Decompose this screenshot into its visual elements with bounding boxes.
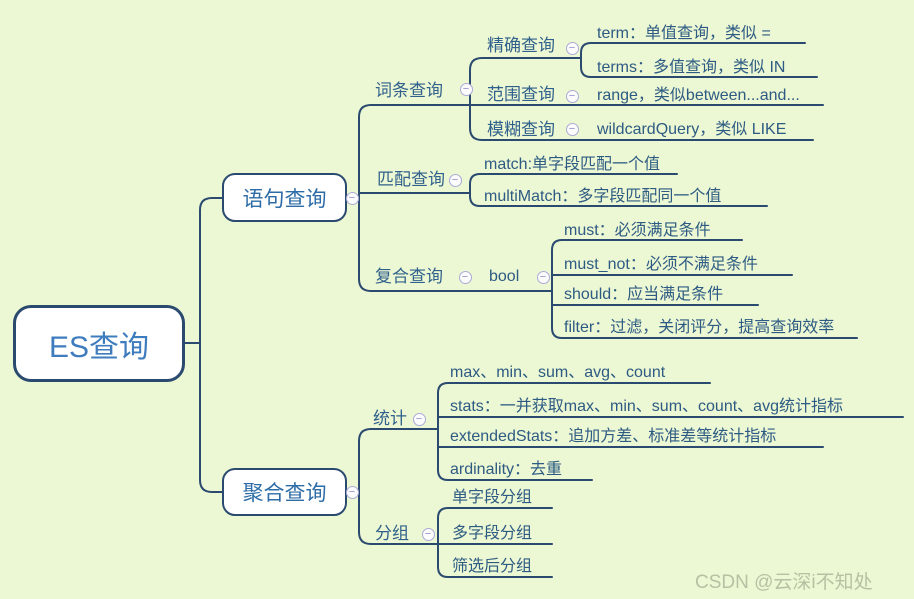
connector-path [580,42,806,59]
connector-path [358,491,439,545]
node-es-query[interactable]: ES查询 [13,305,185,382]
csdn-watermark: CSDN @云深i不知处 [695,572,873,593]
leaf-multi-field-group[interactable]: 多字段分组 [452,525,533,542]
connector-path [469,104,814,141]
minus-glyph: − [415,412,423,425]
leaf-ardinality[interactable]: ardinality：去重 [450,461,563,478]
leaf-filter[interactable]: filter：过滤，关闭评分，提高查询效率 [564,319,835,336]
node-compound-query[interactable]: 复合查询 [375,267,443,286]
collapse-icon-term-query[interactable]: − [459,82,473,96]
connector-path [469,173,678,194]
leaf-filtered-group[interactable]: 筛选后分组 [452,558,533,575]
node-bool[interactable]: bool [489,268,520,285]
leaf-term[interactable]: term：单值查询，类似 = [597,25,771,42]
collapse-icon-range-query[interactable]: − [565,89,579,103]
node-statement-query[interactable]: 语句查询 [222,173,347,222]
collapse-icon-stats-group[interactable]: − [412,412,426,426]
connector-path [437,543,553,578]
leaf-range[interactable]: range，类似between...and... [597,87,800,104]
leaf-extended-stats[interactable]: extendedStats：追加方差、标准差等统计指标 [450,428,777,445]
leaf-should[interactable]: should：应当满足条件 [564,286,724,303]
leaf-single-field-group[interactable]: 单字段分组 [452,489,533,506]
connector-path [199,197,223,344]
minus-glyph: − [568,122,576,135]
collapse-icon-fuzzy-query[interactable]: − [565,122,579,136]
minus-glyph: − [424,527,432,540]
connector-path [437,507,553,545]
collapse-icon-statement[interactable]: − [345,191,359,205]
leaf-must-not[interactable]: must_not：必须不满足条件 [564,256,758,273]
node-exact-query[interactable]: 精确查询 [487,36,555,55]
node-range-query[interactable]: 范围查询 [487,85,555,104]
connector-path [358,104,471,199]
leaf-terms[interactable]: terms：多值查询，类似 IN [597,59,786,76]
connector-path [437,382,711,430]
collapse-icon-grouping[interactable]: − [421,527,435,541]
collapse-icon-aggregate[interactable]: − [345,485,359,499]
node-grouping[interactable]: 分组 [375,524,409,543]
connector-path [551,290,858,339]
connector-path [358,197,553,292]
connector-path [199,342,223,493]
minus-glyph: − [451,173,459,186]
leaf-stats[interactable]: stats：一并获取max、min、sum、count、avg统计指标 [450,398,843,415]
minus-glyph: − [462,82,470,95]
connector-path [437,428,593,481]
leaf-must[interactable]: must：必须满足条件 [564,222,711,239]
collapse-icon-compound-query[interactable]: − [458,270,472,284]
node-stats-group[interactable]: 统计 [373,409,407,428]
node-term-query[interactable]: 词条查询 [375,81,443,100]
collapse-icon-exact-query[interactable]: − [565,41,579,55]
node-aggregate-query[interactable]: 聚合查询 [222,468,347,516]
minus-glyph: − [568,89,576,102]
connector-path [469,192,768,207]
leaf-agg-funcs[interactable]: max、min、sum、avg、count [450,364,666,381]
leaf-match[interactable]: match:单字段匹配一个值 [484,156,661,173]
node-match-query[interactable]: 匹配查询 [377,170,445,189]
leaf-multi-match[interactable]: multiMatch：多字段匹配同一个值 [484,188,722,205]
minus-glyph: − [539,270,547,283]
connector-path [358,428,439,493]
minus-glyph: − [568,41,576,54]
minus-glyph: − [461,270,469,283]
minus-glyph: − [348,485,356,498]
connector-path [469,57,582,106]
node-fuzzy-query[interactable]: 模糊查询 [487,120,555,139]
leaf-wildcard[interactable]: wildcardQuery，类似 LIKE [597,121,787,138]
connector-path [580,57,818,78]
collapse-icon-match-query[interactable]: − [448,173,462,187]
minus-glyph: − [348,191,356,204]
connector-path [551,239,743,292]
collapse-icon-bool[interactable]: − [536,270,550,284]
